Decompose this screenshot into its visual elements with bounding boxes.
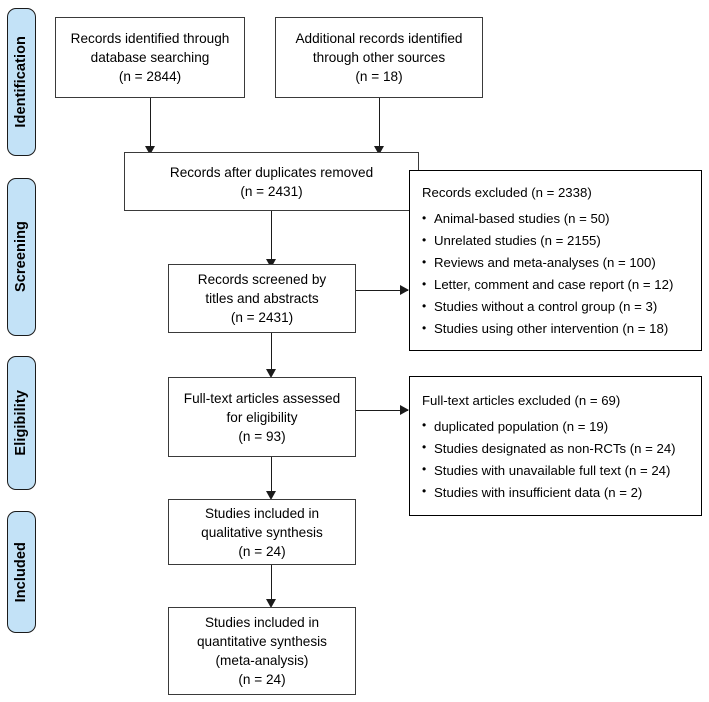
connector-duplicates-to-screened	[271, 211, 272, 262]
arrowhead-other-to-duplicates	[374, 146, 384, 155]
box-count: (n = 2844)	[118, 69, 182, 84]
arrowhead-qualitative-to-quantitative	[266, 599, 276, 608]
list-item: Studies designated as non-RCTs (n = 24)	[422, 439, 691, 457]
list-item: Reviews and meta-analyses (n = 100)	[422, 254, 691, 271]
list-item: duplicated population (n = 19)	[422, 417, 691, 435]
arrowhead-screened-to-excluded	[400, 285, 409, 295]
box-line: Records after duplicates removed	[169, 164, 374, 180]
stage-tab-eligibility: Eligibility	[7, 356, 36, 490]
box-line: quantitative synthesis	[197, 634, 327, 649]
stage-tab-screening: Screening	[7, 178, 36, 336]
stage-tab-eligibility-label: Eligibility	[13, 390, 30, 456]
box-fulltext-articles-assessed: Full-text articles assessed for eligibil…	[168, 377, 356, 457]
box-studies-qualitative-synthesis: Studies included in qualitative synthesi…	[168, 499, 356, 565]
box-line: Full-text articles assessed	[183, 390, 341, 406]
box-line: database searching	[90, 50, 210, 65]
connector-screened-to-excluded	[356, 290, 408, 291]
box-count: (n = 2431)	[230, 310, 294, 325]
list-item: Unrelated studies (n = 2155)	[422, 232, 691, 249]
arrowhead-fulltext-to-excluded	[400, 405, 409, 415]
box-count: (n = 18)	[355, 69, 403, 84]
connector-database-to-duplicates	[150, 98, 151, 148]
records-excluded-title: Records excluded (n = 2338)	[422, 185, 592, 200]
list-item: Animal-based studies (n = 50)	[422, 210, 691, 227]
arrowhead-fulltext-to-qualitative	[266, 491, 276, 500]
stage-tab-identification-label: Identification	[13, 36, 30, 128]
arrowhead-duplicates-to-screened	[266, 259, 276, 268]
box-studies-quantitative-synthesis: Studies included in quantitative synthes…	[168, 607, 356, 695]
stage-tab-identification: Identification	[7, 8, 36, 156]
arrowhead-screened-to-fulltext	[266, 369, 276, 378]
box-line: Records identified through	[70, 31, 230, 46]
box-count: (n = 93)	[238, 428, 286, 444]
stage-tab-included-label: Included	[13, 541, 30, 603]
box-line: Studies included in	[204, 615, 320, 630]
connector-screened-to-fulltext	[271, 333, 272, 373]
box-records-identified-database: Records identified through database sear…	[55, 17, 245, 98]
list-item: Letter, comment and case report (n = 12)	[422, 276, 691, 293]
box-count: (n = 24)	[238, 543, 286, 559]
box-additional-records-other-sources: Additional records identified through ot…	[275, 17, 483, 98]
box-line: Studies included in	[204, 505, 320, 521]
box-line: titles and abstracts	[205, 291, 319, 306]
fulltext-excluded-list: duplicated population (n = 19) Studies d…	[422, 413, 691, 501]
box-records-excluded: Records excluded (n = 2338) Animal-based…	[409, 170, 702, 351]
connector-fulltext-to-qualitative	[271, 457, 272, 495]
box-line: for eligibility	[226, 409, 298, 425]
fulltext-excluded-title: Full-text articles excluded (n = 69)	[422, 392, 621, 408]
box-line: through other sources	[312, 50, 446, 65]
connector-qualitative-to-quantitative	[271, 565, 272, 603]
list-item: Studies without a control group (n = 3)	[422, 298, 691, 315]
connector-other-to-duplicates	[379, 98, 380, 148]
list-item: Studies with insufficient data (n = 2)	[422, 483, 691, 501]
box-line: Additional records identified	[295, 31, 463, 46]
box-records-screened: Records screened by titles and abstracts…	[168, 264, 356, 333]
list-item: Studies with unavailable full text (n = …	[422, 461, 691, 479]
box-line: qualitative synthesis	[201, 524, 323, 540]
arrowhead-database-to-duplicates	[145, 146, 155, 155]
box-line: (meta-analysis)	[215, 653, 309, 668]
box-line: Records screened by	[197, 272, 327, 287]
box-records-after-duplicates-removed: Records after duplicates removed (n = 24…	[124, 152, 419, 211]
records-excluded-list: Animal-based studies (n = 50) Unrelated …	[422, 205, 691, 337]
connector-fulltext-to-excluded	[356, 410, 408, 411]
list-item: Studies using other intervention (n = 18…	[422, 320, 691, 337]
box-count: (n = 2431)	[240, 183, 303, 199]
stage-tab-included: Included	[7, 511, 36, 633]
box-count: (n = 24)	[238, 672, 286, 687]
box-fulltext-articles-excluded: Full-text articles excluded (n = 69) dup…	[409, 376, 702, 516]
stage-tab-screening-label: Screening	[13, 221, 30, 293]
